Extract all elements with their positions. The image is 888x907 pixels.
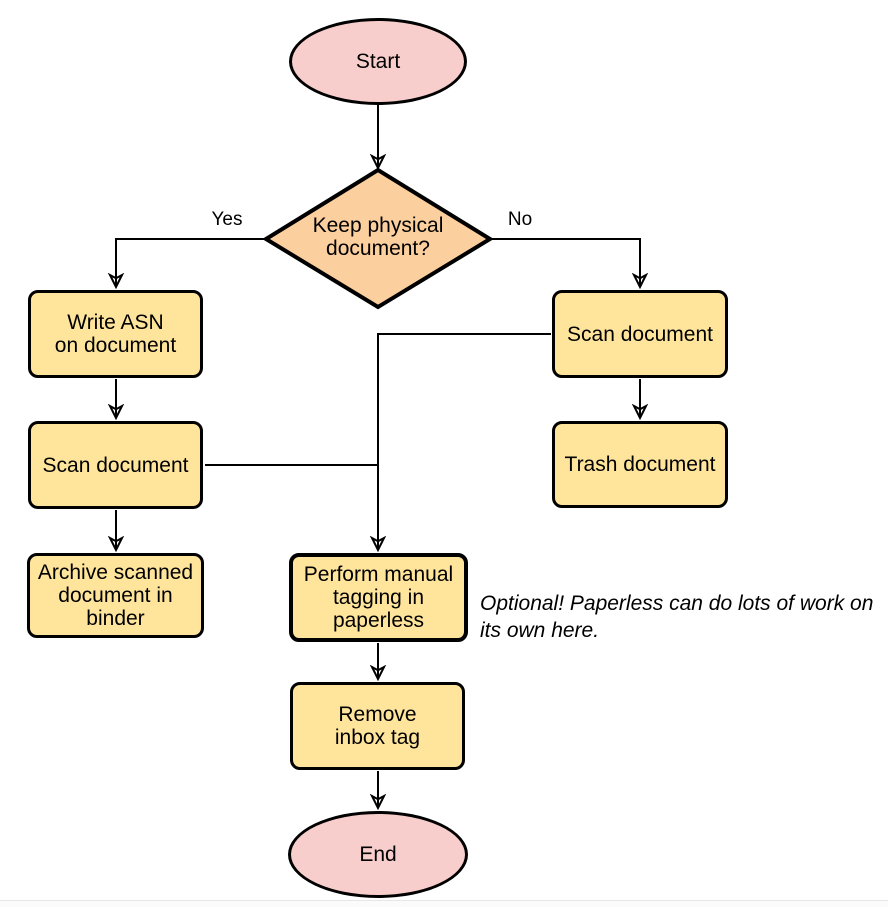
process-manual-tagging: Perform manual tagging in paperless (289, 553, 468, 642)
node-label: End (359, 843, 397, 866)
edge-decision-no-to-scan-right (491, 238, 640, 287)
process-scan-document-left: Scan document (28, 421, 203, 509)
node-label: Scan document (567, 322, 713, 346)
process-archive-in-binder: Archive scanned document in binder (27, 553, 204, 638)
diamond-shape (262, 167, 494, 310)
edge-label-no: No (507, 209, 533, 230)
node-label: Write ASN on document (54, 311, 177, 357)
node-label: Trash document (564, 453, 716, 476)
decision-keep-physical-document: Keep physical document? (258, 164, 498, 310)
process-remove-inbox-tag: Remove inbox tag (290, 682, 465, 770)
page-bottom-edge (0, 900, 888, 907)
node-label: Archive scanned document in binder (37, 561, 194, 630)
node-label: Scan document (42, 453, 189, 477)
node-label: Keep physical document? (312, 214, 444, 260)
process-scan-document-right: Scan document (552, 290, 728, 378)
edge-decision-yes-to-write-asn (116, 238, 264, 287)
node-label: Start (355, 50, 401, 73)
annotation-note: Optional! Paperless can do lots of work … (480, 592, 874, 642)
node-label: Remove inbox tag (334, 703, 421, 749)
end-terminator: End (288, 811, 468, 898)
process-write-asn: Write ASN on document (28, 290, 203, 378)
edge-label-yes: Yes (211, 209, 243, 230)
start-terminator: Start (289, 18, 467, 105)
node-label: Perform manual tagging in paperless (303, 563, 454, 632)
edge-scan-right-to-tagging (378, 333, 551, 550)
process-trash-document: Trash document (552, 421, 728, 508)
